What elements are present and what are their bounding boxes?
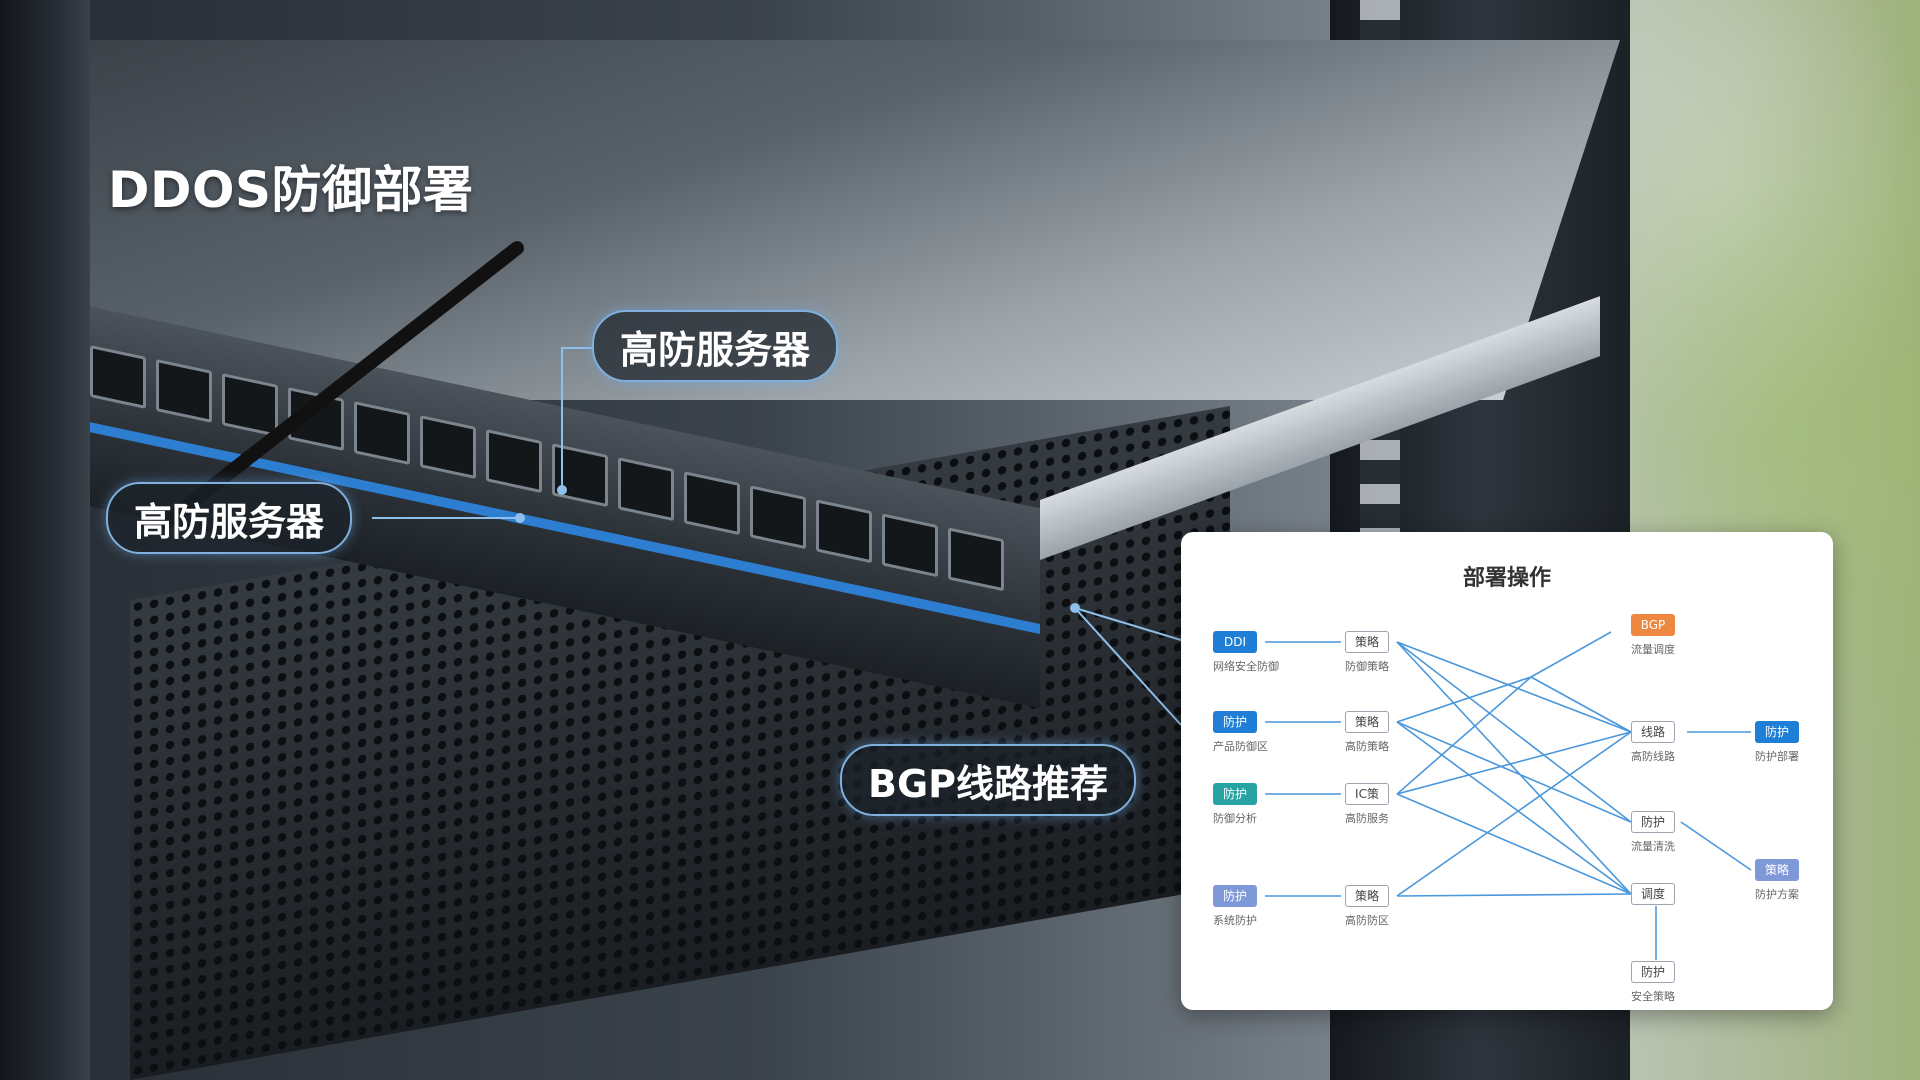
diagram-node-caption: 防御分析	[1213, 812, 1257, 825]
diagram-edge	[1396, 721, 1632, 895]
diagram-edge	[1680, 821, 1752, 871]
diagram-node-caption: 安全策略	[1631, 990, 1675, 1003]
diagram-node: 线路	[1631, 721, 1675, 743]
callout-server-left: 高防服务器	[106, 482, 353, 554]
diagram-node-caption: 高防线路	[1631, 750, 1675, 763]
callout-server-top: 高防服务器	[592, 310, 839, 382]
leader-line-panel-b	[1074, 607, 1182, 726]
diagram-node: 策略	[1345, 631, 1389, 653]
diagram-edge	[1396, 641, 1632, 895]
diagram-node-caption: 系统防护	[1213, 914, 1257, 927]
diagram-node-caption: 网络安全防御	[1213, 660, 1279, 673]
leader-dot-left	[515, 513, 525, 523]
diagram-node: IC策	[1345, 783, 1389, 805]
diagram-node-caption: 防御策略	[1345, 660, 1389, 673]
diagram-node: 防护	[1631, 811, 1675, 833]
diagram-edge	[1396, 676, 1532, 723]
diagram-edge	[1396, 793, 1632, 895]
diagram-node-caption: 高防防区	[1345, 914, 1389, 927]
diagram-node-caption: 流量调度	[1631, 643, 1675, 656]
diagram-edge	[1396, 731, 1632, 897]
diagram-node-caption: 流量清洗	[1631, 840, 1675, 853]
leader-dot-top	[557, 485, 567, 495]
diagram-node: 策略	[1345, 711, 1389, 733]
diagram-edge	[1396, 893, 1632, 897]
rack-frame-left	[0, 0, 90, 1080]
diagram-node-caption: 产品防御区	[1213, 740, 1268, 753]
diagram-node: 防护	[1213, 885, 1257, 907]
diagram-node: DDI	[1213, 631, 1257, 653]
diagram-edge	[1396, 641, 1632, 823]
deployment-diagram-panel: 部署操作 DDI 网络安全防御 防护 产品防御区 防护 防御分	[1181, 532, 1833, 1010]
diagram-node-caption: 防护部署	[1755, 750, 1799, 763]
diagram-node: BGP	[1631, 614, 1675, 636]
diagram-node-caption: 防护方案	[1755, 888, 1799, 901]
diagram-edge	[1396, 641, 1632, 733]
diagram-node: 防护	[1755, 721, 1799, 743]
diagram-edge	[1530, 631, 1612, 678]
leader-line-top	[561, 347, 592, 488]
page-title: DDOS防御部署	[108, 161, 474, 219]
diagram-edge	[1396, 676, 1532, 795]
diagram-edges	[1265, 631, 1752, 960]
leader-dot-panel	[1070, 603, 1080, 613]
diagram-node: 策略	[1755, 859, 1799, 881]
diagram-node: 防护	[1631, 961, 1675, 983]
diagram-node-caption: 高防服务	[1345, 812, 1389, 825]
diagram-node-caption: 高防策略	[1345, 740, 1389, 753]
diagram-edge	[1530, 676, 1632, 733]
diagram-edge	[1396, 731, 1632, 795]
diagram-node: 防护	[1213, 783, 1257, 805]
diagram-edge	[1396, 721, 1632, 823]
diagram-title: 部署操作	[1462, 566, 1551, 591]
callout-bgp: BGP线路推荐	[840, 744, 1137, 816]
leader-line-panel-a	[1074, 607, 1182, 641]
diagram-node: 防护	[1213, 711, 1257, 733]
diagram-node: 策略	[1345, 885, 1389, 907]
diagram-node: 调度	[1631, 883, 1675, 905]
